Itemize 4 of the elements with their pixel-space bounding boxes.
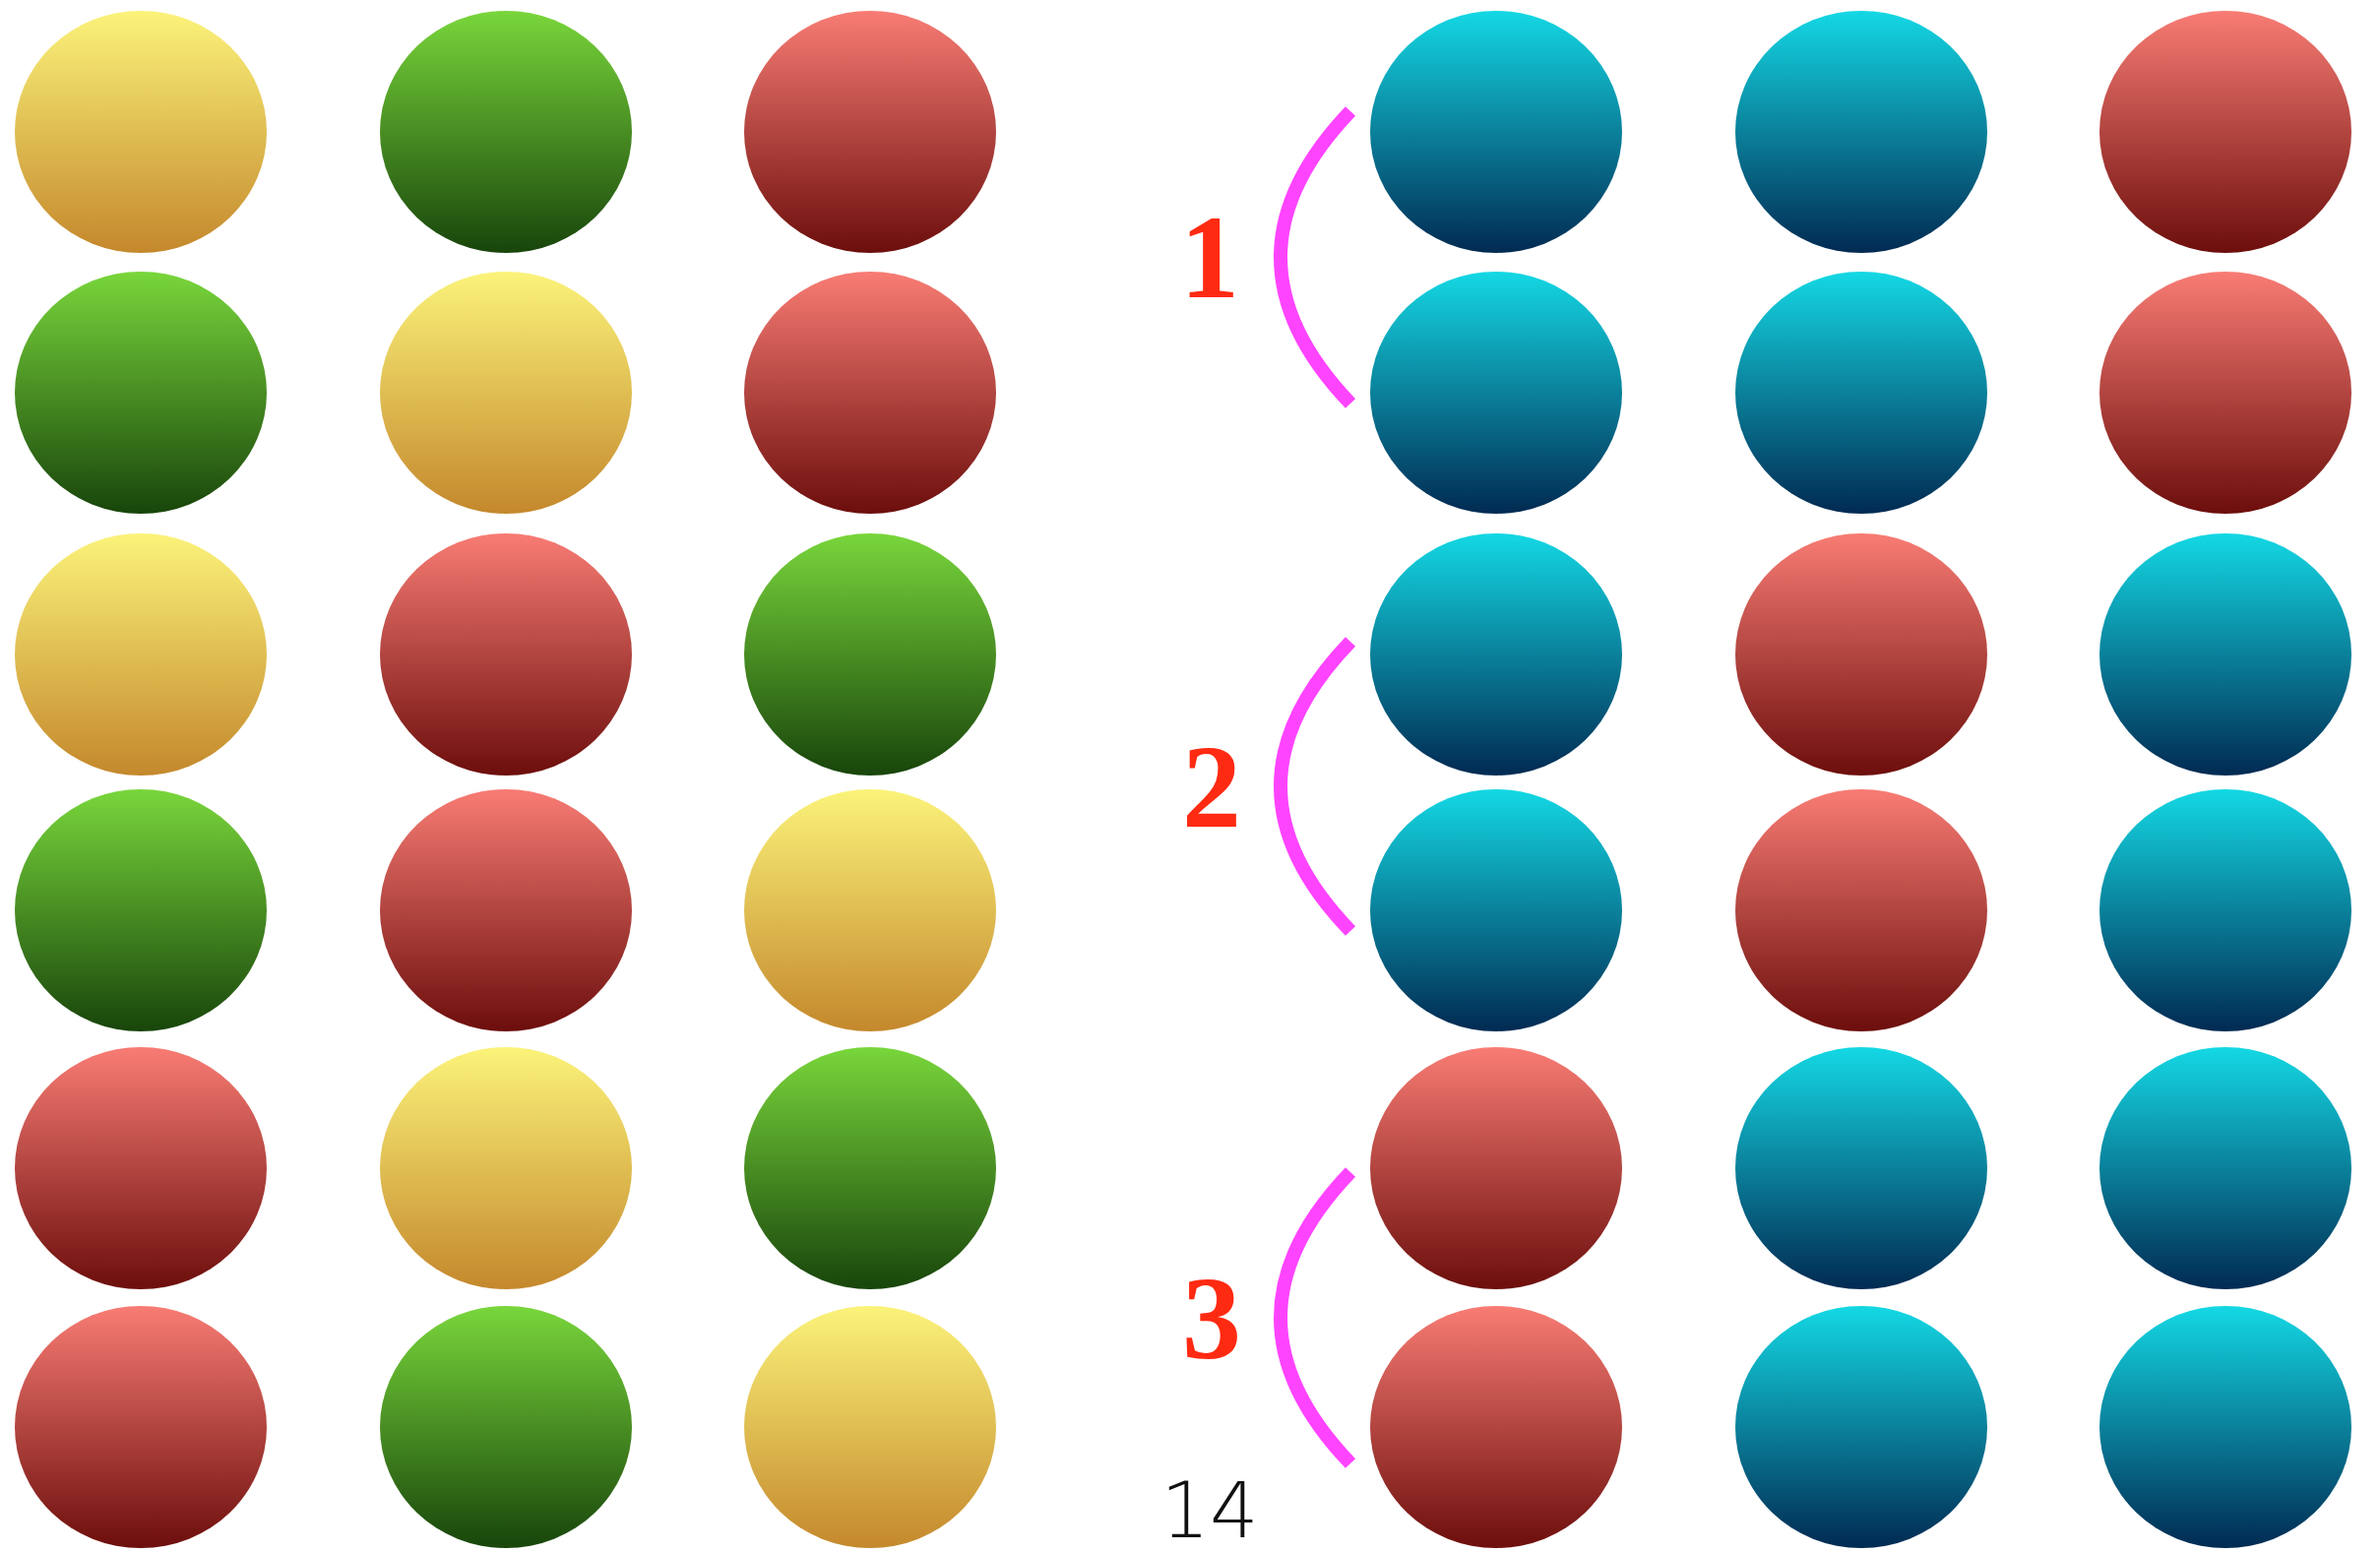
group-number: 1 <box>1180 199 1239 317</box>
group-number: 3 <box>1182 1260 1241 1378</box>
group-number: 2 <box>1182 728 1241 846</box>
page-number: 14 <box>1160 1472 1259 1549</box>
